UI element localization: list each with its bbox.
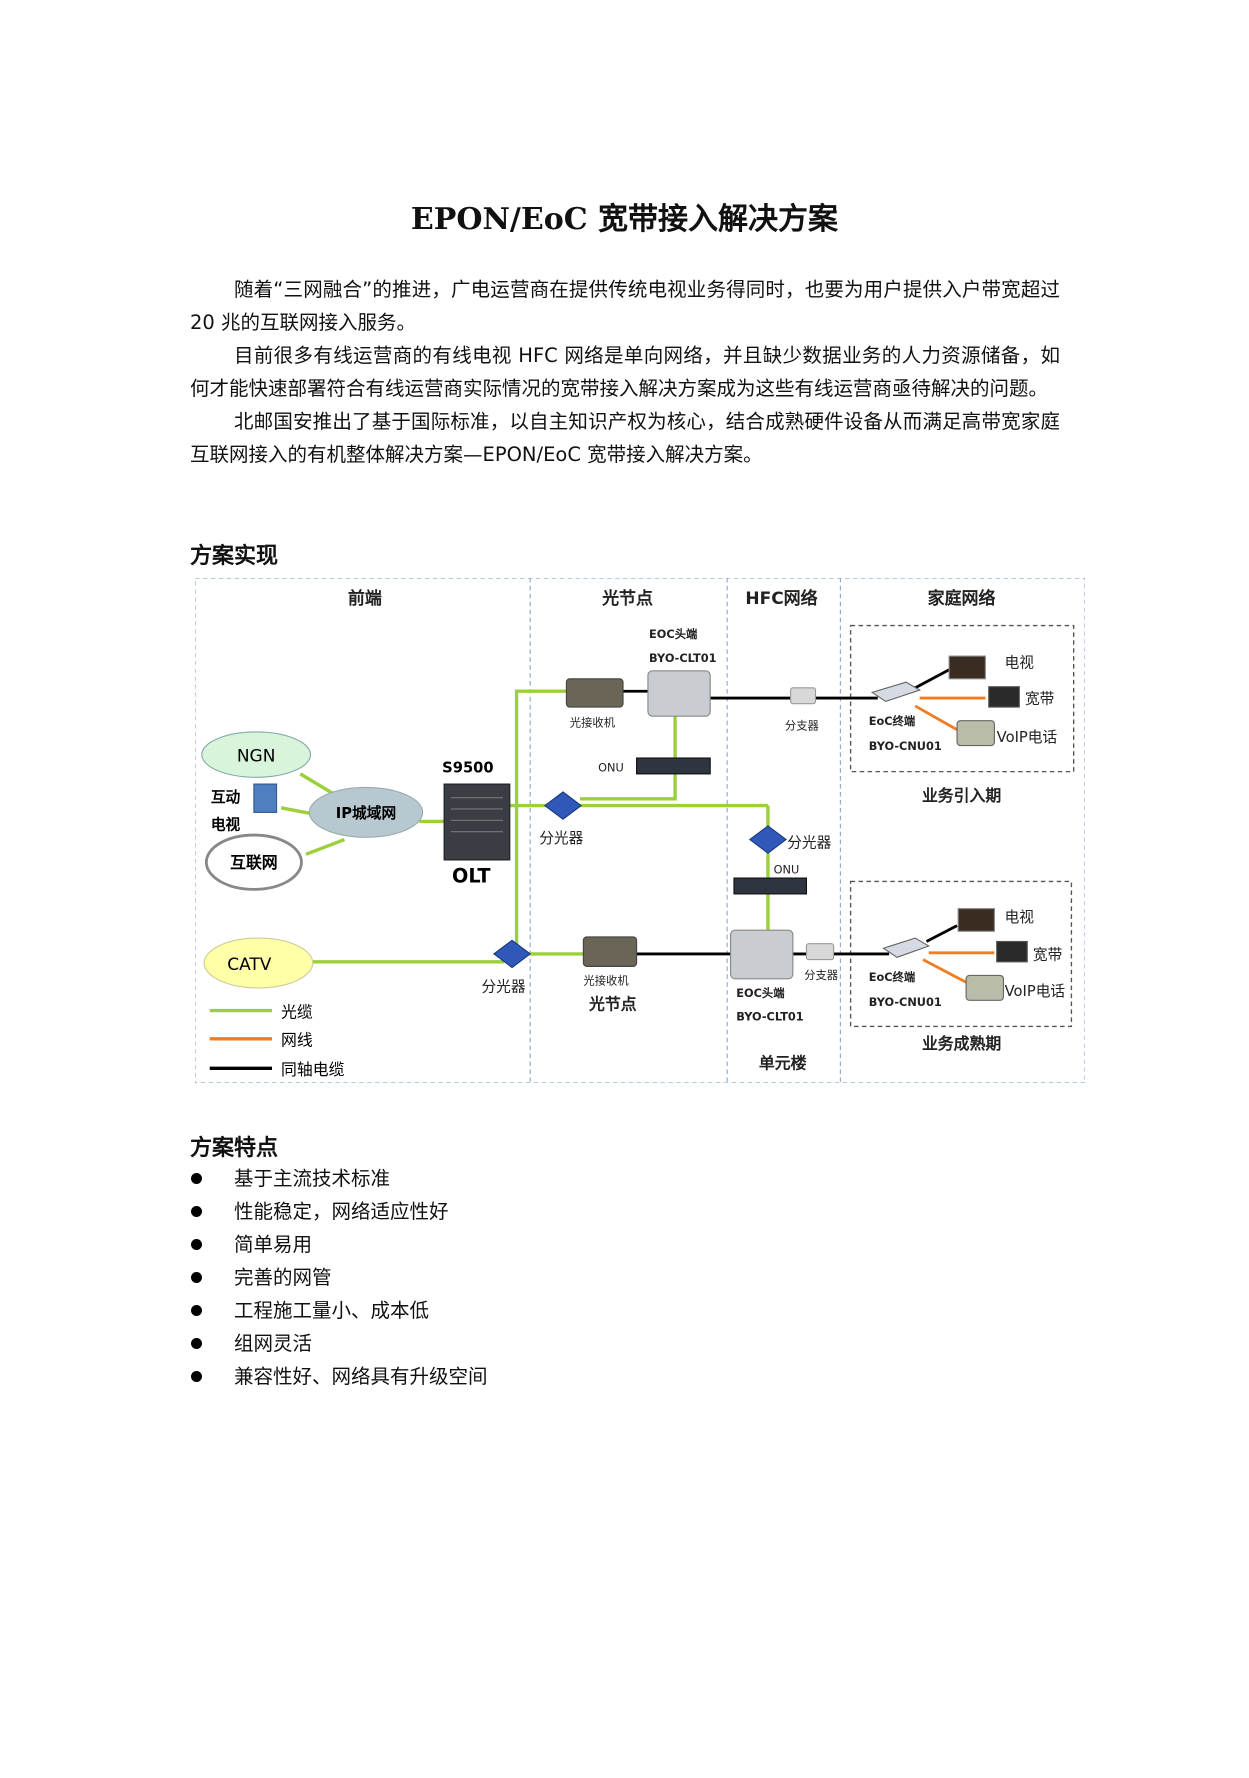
bullet-icon <box>191 1338 202 1349</box>
laptop-icon <box>988 686 1020 708</box>
tap-label: 分支器 <box>804 968 838 982</box>
metro-label: IP城域网 <box>336 804 396 822</box>
bullet-icon <box>191 1272 202 1283</box>
phase1-label: 业务引入期 <box>922 786 1001 805</box>
legend-label: 同轴电缆 <box>281 1060 345 1079</box>
home-boxes <box>849 624 1075 1028</box>
section-heading-implementation: 方案实现 <box>190 544 279 569</box>
voip-label: VoIP电话 <box>1005 983 1066 1000</box>
paragraph: 北邮国安推出了基于国际标准，以自主知识产权为核心，结合成熟硬件设备从而满足高带宽… <box>190 410 1060 466</box>
home-box-phase1 <box>849 624 1075 773</box>
ethernet-lines <box>914 696 995 984</box>
iptv-server-icon <box>253 783 278 813</box>
tap-label: 分支器 <box>785 719 819 733</box>
voip-label: VoIP电话 <box>997 729 1058 746</box>
list-item: 基于主流技术标准 <box>190 1162 488 1195</box>
catv-label: CATV <box>227 955 272 975</box>
network-diagram: 前端 光节点 HFC网络 家庭网络 NGN IP城域网 互联网 CATV <box>195 578 1085 1083</box>
eoc-head-icon <box>730 929 794 980</box>
intro-text: 随着“三网融合”的推进，广电运营商在提供传统电视业务得同时，也要为用户提供入户带… <box>190 273 1060 471</box>
list-item: 简单易用 <box>190 1228 488 1261</box>
iptv-label: 电视 <box>211 815 241 833</box>
broadband-label: 宽带 <box>1025 691 1054 708</box>
onu-label: ONU <box>774 863 800 877</box>
splitter-label: 分光器 <box>787 834 831 851</box>
onu-label: ONU <box>598 761 624 775</box>
splitter-label: 分光器 <box>539 830 583 847</box>
bullet-icon <box>191 1371 202 1382</box>
column-header: HFC网络 <box>745 588 817 609</box>
legend: 光缆 网线 同轴电缆 <box>209 1002 345 1079</box>
cnu-model-label: BYO-CNU01 <box>869 995 942 1009</box>
clt-model-label: BYO-CLT01 <box>649 651 717 665</box>
iptv-label: 互动 <box>211 788 241 806</box>
bullet-icon <box>191 1206 202 1217</box>
optical-receiver-icon <box>565 678 624 708</box>
list-item: 兼容性好、网络具有升级空间 <box>190 1360 488 1393</box>
s9500-label: S9500 <box>442 760 494 777</box>
eoc-terminal-label: EoC终端 <box>869 970 916 984</box>
tap-icon <box>790 687 817 705</box>
optical-receiver-icon <box>582 936 638 967</box>
page-title: EPON/EoC 宽带接入解决方案 <box>410 202 839 237</box>
olt-device-icon <box>443 783 511 861</box>
cnu-icon <box>870 681 922 703</box>
ngn-label: NGN <box>237 746 276 766</box>
bullet-icon <box>191 1239 202 1250</box>
tv-label: 电视 <box>1005 909 1035 926</box>
paragraph: 目前很多有线运营商的有线电视 HFC 网络是单向网络，并且缺少数据业务的人力资源… <box>190 344 1060 400</box>
feature-list: 基于主流技术标准 性能稳定，网络适应性好 简单易用 完善的网管 工程施工量小、成… <box>190 1162 488 1393</box>
column-header: 前端 <box>348 588 382 609</box>
legend-label: 光缆 <box>281 1002 313 1021</box>
eoc-head-label: EOC头端 <box>736 986 785 1000</box>
building-label: 单元楼 <box>759 1053 807 1072</box>
list-item: 组网灵活 <box>190 1327 488 1360</box>
broadband-label: 宽带 <box>1033 947 1062 964</box>
eoc-terminal-label: EoC终端 <box>869 714 916 728</box>
phase2-label: 业务成熟期 <box>922 1034 1001 1053</box>
optical-node-label: 光节点 <box>588 994 637 1013</box>
optical-splitter-icons <box>492 791 788 969</box>
section-heading-features: 方案特点 <box>190 1136 279 1161</box>
receiver-label: 光接收机 <box>570 715 616 729</box>
eoc-head-icon <box>647 670 711 717</box>
phone-icon <box>956 720 995 747</box>
onu-icon <box>733 877 808 895</box>
internet-cloud-icon <box>204 833 303 891</box>
eoc-head-label: EOC头端 <box>649 627 698 641</box>
phone-icon <box>965 974 1005 1001</box>
internet-label: 互联网 <box>230 853 278 872</box>
column-header: 家庭网络 <box>928 588 996 609</box>
onu-icon <box>636 757 711 775</box>
ngn-cloud-icon <box>201 731 312 778</box>
tv-icon <box>948 655 986 680</box>
paragraph: 随着“三网融合”的推进，广电运营商在提供传统电视业务得同时，也要为用户提供入户带… <box>190 278 1060 334</box>
bullet-icon <box>191 1173 202 1184</box>
tap-icon <box>805 943 835 961</box>
bullet-icon <box>191 1305 202 1316</box>
cnu-icon <box>882 937 931 958</box>
cnu-model-label: BYO-CNU01 <box>869 739 942 753</box>
metro-cloud-icon <box>308 786 424 838</box>
splitter-label: 分光器 <box>481 978 525 995</box>
tv-label: 电视 <box>1005 654 1035 671</box>
tv-icon <box>957 908 995 932</box>
catv-cloud-icon <box>203 937 314 989</box>
diagram-frame <box>195 578 1085 1083</box>
list-item: 性能稳定，网络适应性好 <box>190 1195 488 1228</box>
clt-model-label: BYO-CLT01 <box>736 1010 804 1024</box>
laptop-icon <box>996 940 1028 963</box>
legend-label: 网线 <box>281 1031 313 1050</box>
receiver-label: 光接收机 <box>583 973 629 987</box>
list-item: 完善的网管 <box>190 1261 488 1294</box>
column-header: 光节点 <box>601 588 653 609</box>
olt-label: OLT <box>452 865 491 888</box>
list-item: 工程施工量小、成本低 <box>190 1294 488 1327</box>
